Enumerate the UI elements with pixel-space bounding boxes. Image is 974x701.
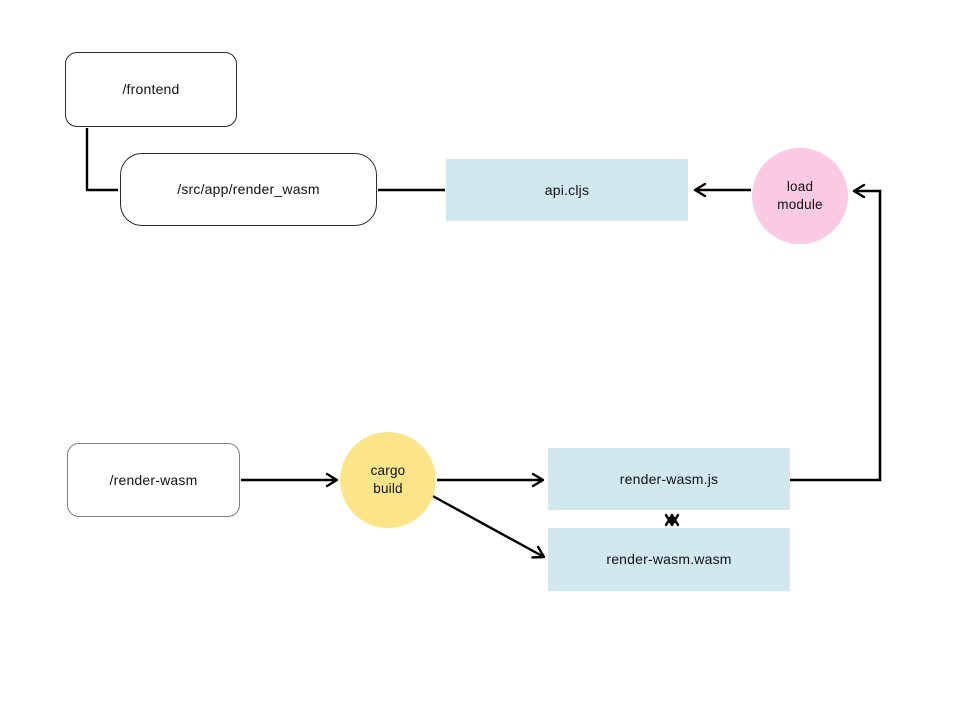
connector-frontend-to-src	[85, 128, 118, 192]
render-wasm-dir-label: /render-wasm	[109, 471, 198, 488]
load-module-node: load module	[752, 148, 848, 244]
frontend-label: /frontend	[122, 81, 180, 98]
api-cljs-label: api.cljs	[544, 181, 590, 198]
frontend-node: /frontend	[65, 52, 237, 127]
cargo-build-label: cargo build	[370, 462, 406, 496]
arrow-cargo-to-render-wasm	[428, 492, 546, 559]
load-module-label: load module	[777, 178, 823, 212]
render-wasm-js-node: render-wasm.js	[548, 448, 790, 510]
arrow-render-js-to-load-module	[790, 183, 882, 482]
render-wasm-wasm-label: render-wasm.wasm	[606, 551, 732, 568]
src-app-render-wasm-label: /src/app/render_wasm	[177, 181, 320, 198]
cargo-build-node: cargo build	[340, 432, 436, 528]
render-wasm-dir-node: /render-wasm	[67, 443, 240, 517]
api-cljs-node: api.cljs	[446, 159, 688, 221]
render-wasm-js-label: render-wasm.js	[619, 470, 719, 487]
src-app-render-wasm-node: /src/app/render_wasm	[120, 153, 377, 226]
render-wasm-wasm-node: render-wasm.wasm	[548, 528, 790, 591]
